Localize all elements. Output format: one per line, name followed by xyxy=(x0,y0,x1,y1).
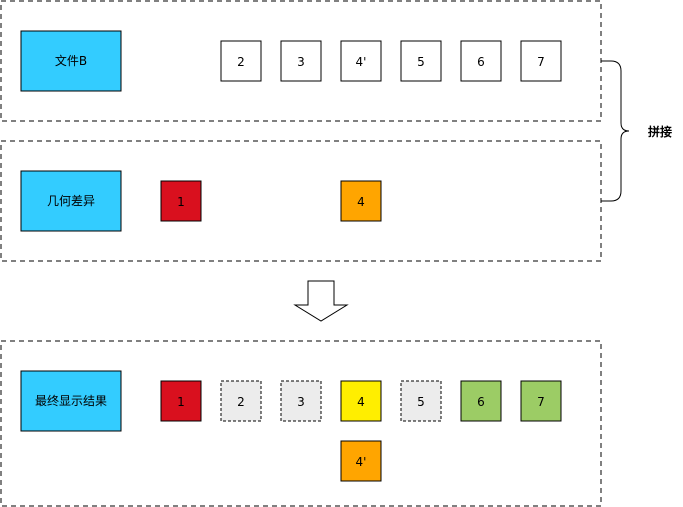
panel-final-result-frame xyxy=(0,340,602,507)
box-label: 6 xyxy=(477,395,485,409)
panel-label-final-result: 最终显示结果 xyxy=(20,370,122,432)
file-b-box-3: 3 xyxy=(280,40,322,82)
box-label: 5 xyxy=(417,55,425,69)
panel-label-text: 文件B xyxy=(55,53,87,68)
file-b-box-5: 5 xyxy=(400,40,442,82)
final-box-2: 2 xyxy=(220,380,262,422)
box-label: 1 xyxy=(177,195,185,209)
box-label: 6 xyxy=(477,55,485,69)
file-b-box-2: 2 xyxy=(220,40,262,82)
panel-label-geometry-diff: 几何差异 xyxy=(20,170,122,232)
panel-label-file-b: 文件B xyxy=(20,30,122,92)
box-label: 5 xyxy=(417,395,425,409)
file-b-box-7: 7 xyxy=(520,40,562,82)
panel-label-text: 几何差异 xyxy=(47,194,95,208)
final-box-6: 6 xyxy=(460,380,502,422)
merge-brace xyxy=(601,60,630,202)
box-label: 7 xyxy=(537,55,545,69)
box-label: 2 xyxy=(237,55,245,69)
final-box-4-prime: 4' xyxy=(340,440,382,482)
box-label: 4 xyxy=(357,395,365,409)
geometry-diff-box-1: 1 xyxy=(160,180,202,222)
box-label: 4' xyxy=(356,455,367,469)
final-box-3: 3 xyxy=(280,380,322,422)
box-label: 2 xyxy=(237,395,245,409)
panel-label-text: 最终显示结果 xyxy=(35,393,107,408)
file-b-box-6: 6 xyxy=(460,40,502,82)
final-box-1: 1 xyxy=(160,380,202,422)
final-box-5: 5 xyxy=(400,380,442,422)
geometry-diff-box-4: 4 xyxy=(340,180,382,222)
final-box-4: 4 xyxy=(340,380,382,422)
box-label: 1 xyxy=(177,395,185,409)
down-arrow-icon xyxy=(293,280,349,322)
box-label: 3 xyxy=(297,55,305,69)
final-box-7: 7 xyxy=(520,380,562,422)
box-label: 3 xyxy=(297,395,305,409)
box-label: 4' xyxy=(356,55,367,69)
file-b-box-4-prime: 4' xyxy=(340,40,382,82)
box-label: 7 xyxy=(537,395,545,409)
box-label: 4 xyxy=(357,195,365,209)
brace-label: 拼接 xyxy=(648,124,672,139)
